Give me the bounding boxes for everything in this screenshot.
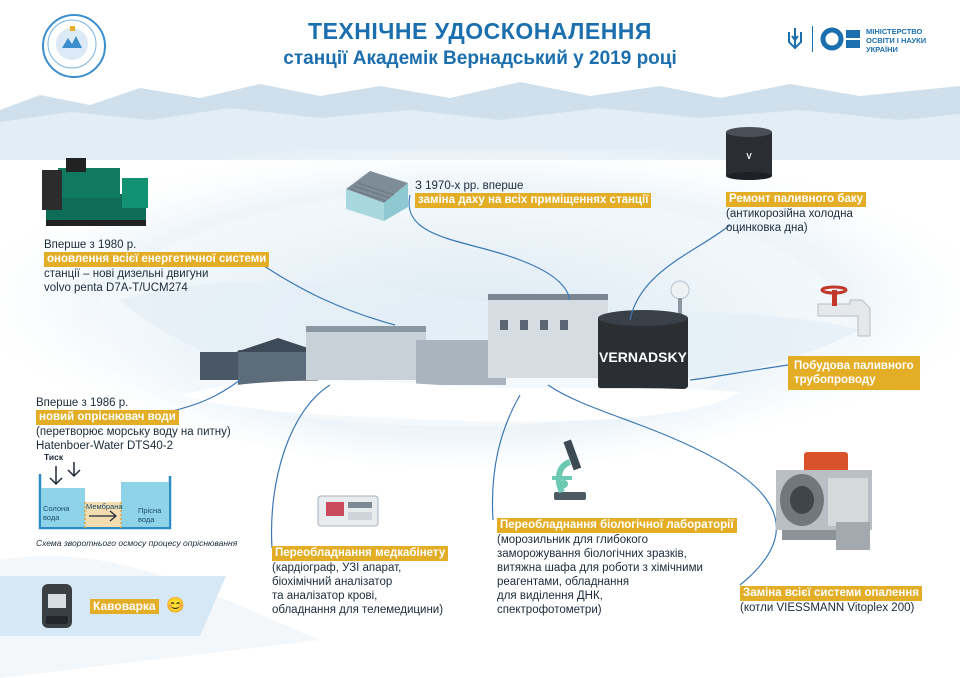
roof-line1: З 1970-х рр. вперше [415, 180, 524, 192]
header-divider [812, 26, 813, 52]
power-line3: станції – нові дизельні двигуни [44, 268, 209, 280]
antarctic-center-logo-icon [42, 14, 106, 78]
coffee-label-wrap: Кавоварка 😊 [90, 596, 185, 615]
biolab-line4: витяжна шафа для роботи з хімічними [497, 562, 703, 574]
desalination-line4: Hatenboer-Water DTS40-2 [36, 440, 173, 452]
medical-description: Переобладнання медкабінету (кардіограф, … [272, 546, 502, 617]
biolab-line6: для виділення ДНК, [497, 590, 603, 602]
biolab-highlight: Переобладнання біологічної лабораторії [497, 518, 737, 533]
desalination-line3: (перетворює морську воду на питну) [36, 426, 231, 438]
tank-line3: оцинковка дна) [726, 222, 808, 234]
heating-highlight: Заміна всієї системи опалення [740, 586, 923, 601]
reverse-osmosis-diagram: Тиск Солона вода Мембрана Прісна вода [34, 452, 176, 534]
medical-line5: обладнання для телемедицини) [272, 604, 444, 616]
ultrasound-device-icon [317, 495, 379, 527]
tank-description: Ремонт паливного баку (антикорозійна хол… [726, 192, 926, 235]
tank-highlight: Ремонт паливного баку [726, 192, 867, 207]
roof-description: З 1970-х рр. вперше заміна даху на всіх … [415, 179, 715, 208]
desalination-line1: Вперше з 1986 р. [36, 397, 129, 409]
roof-highlight: заміна даху на всіх приміщеннях станції [415, 193, 652, 208]
heating-line2: (котли VIESSMANN Vitoplex 200) [740, 602, 915, 614]
trident-icon [788, 28, 802, 50]
biolab-description: Переобладнання біологічної лабораторії (… [497, 518, 747, 617]
tank-brand: VERNADSKY [599, 349, 688, 365]
tank-line2: (антикорозійна холодна [726, 208, 853, 220]
membrane-label: Мембрана [86, 502, 123, 511]
power-description: Вперше з 1980 р. оновлення всієї енергет… [44, 238, 284, 295]
page-subtitle: станції Академік Вернадський у 2019 році [283, 48, 677, 69]
boiler-icon [776, 452, 872, 550]
biolab-line3: заморожування біологічних зразків, [497, 548, 687, 560]
coffee-machine-icon [42, 584, 72, 628]
salt-water-label: Солона вода [43, 504, 70, 522]
medical-line3: біохімічний аналізатор [272, 576, 393, 588]
biolab-line2: (морозильник для глибокого [497, 534, 648, 546]
svg-text:V: V [746, 152, 752, 161]
station-buildings: VERNADSKY [180, 280, 740, 422]
medical-line4: та аналізатор крові, [272, 590, 378, 602]
connector-lines [167, 194, 789, 586]
biolab-line7: спектрофотометри) [497, 604, 602, 616]
power-line4: volvo penta D7A-T/UCM274 [44, 282, 188, 294]
house-icon [346, 171, 408, 221]
power-line1: Вперше з 1980 р. [44, 239, 137, 251]
page-title: ТЕХНІЧНЕ УДОСКОНАЛЕННЯ [308, 18, 652, 44]
medical-line2: (кардіограф, УЗІ апарат, [272, 562, 402, 574]
desalination-highlight: новий опріснювач води [36, 410, 179, 425]
medical-highlight: Переобладнання медкабінету [272, 546, 449, 561]
microscope-icon [552, 439, 586, 500]
pipeline-box: Побудова паливного трубопроводу [788, 356, 920, 390]
biolab-line5: реагентами, обладнання [497, 576, 630, 588]
heating-description: Заміна всієї системи опалення (котли VIE… [740, 586, 950, 615]
valve-pipe-icon [817, 285, 871, 337]
fresh-water-label: Прісна вода [138, 506, 162, 524]
ministry-logo-icon [820, 27, 860, 51]
coffee-label: Кавоварка [90, 599, 159, 614]
generator-icon [42, 158, 148, 226]
pressure-label: Тиск [44, 452, 64, 462]
osmosis-caption: Схема зворотнього осмосу процесу опрісню… [36, 538, 238, 548]
pipeline-line2: трубопроводу [794, 374, 876, 386]
desalination-description: Вперше з 1986 р. новий опріснювач води (… [36, 396, 286, 453]
ministry-name: МІНІСТЕРСТВО ОСВІТИ І НАУКИ УКРАЇНИ [866, 27, 927, 54]
fuel-tank-icon: V [726, 127, 772, 180]
smile-icon: 😊 [166, 597, 185, 614]
pipeline-line1: Побудова паливного [794, 360, 914, 372]
power-highlight: оновлення всієї енергетичної системи [44, 252, 270, 267]
